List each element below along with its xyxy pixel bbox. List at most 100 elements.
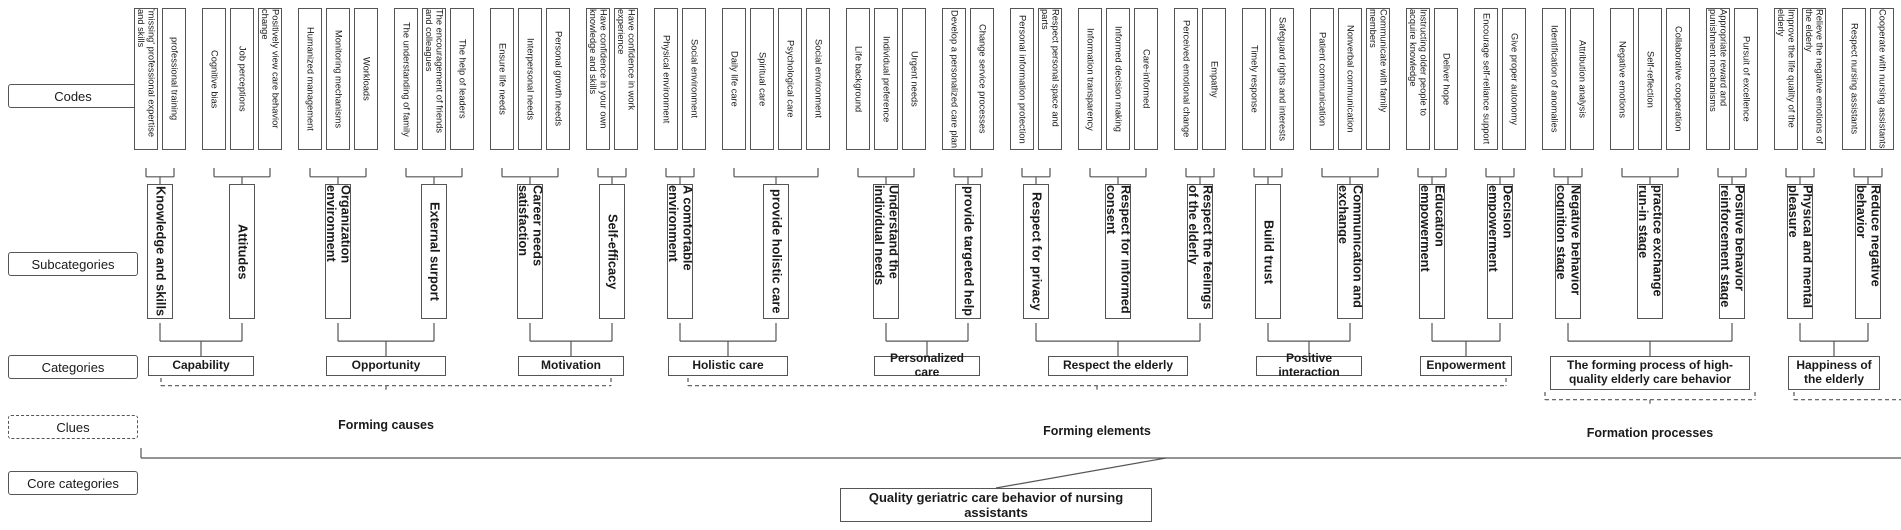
code-box: Timely response: [1242, 8, 1266, 150]
subcategory-box: Organization environment: [325, 184, 351, 319]
box-text: Identification of anomalies: [1549, 25, 1560, 133]
row-label-codes: Codes: [8, 84, 138, 108]
box-text: Care-informed: [1141, 49, 1152, 109]
subcategory-box: A comfortable environment: [667, 184, 693, 319]
box-text: Respect for privacy: [1029, 192, 1045, 311]
box-text: Have confidence in your own knowledge an…: [588, 9, 609, 129]
category-box: Positive interaction: [1256, 351, 1362, 379]
category-box: Capability: [148, 356, 254, 376]
box-text: Negative emotions: [1617, 40, 1628, 118]
box-text: Cognitive bias: [209, 49, 220, 109]
code-box: Collaborative cooperation: [1666, 8, 1690, 150]
row-label-categories: Categories: [8, 355, 138, 379]
subcategory-box: Communication and exchange: [1337, 184, 1363, 319]
box-text: Positively view care behavior change: [260, 9, 281, 129]
subcategory-box: provide targeted help: [955, 184, 981, 319]
clue-label: Formation processes: [1586, 426, 1714, 440]
box-text: Decision empowerment: [1487, 185, 1513, 272]
code-box: Encourage self-reliance support: [1474, 8, 1498, 150]
code-box: Cooperate with nursing assistants: [1870, 8, 1894, 150]
code-box: Social environment: [682, 8, 706, 150]
category-box: Holistic care: [668, 356, 788, 376]
code-box: Give proper autonomy: [1502, 8, 1526, 150]
subcategory-box: Respect for informed consent: [1105, 184, 1131, 319]
category-box: Happiness of the elderly: [1788, 356, 1880, 390]
code-box: Informed decision making: [1106, 8, 1130, 150]
code-box: Attribution analysis: [1570, 8, 1594, 150]
box-text: Knowledge and skills: [153, 186, 169, 317]
box-text: Respect the feelings of the elderly: [1187, 185, 1213, 310]
code-box: Improve the life quality of the elderly: [1774, 8, 1798, 150]
box-text: Negative behavior cognition stage: [1555, 185, 1581, 296]
clue-label: Consequences: [1880, 426, 1901, 440]
code-box: Interpersonal needs: [518, 8, 542, 150]
box-text: Change service processes: [977, 24, 988, 134]
box-text: Deliver hope: [1441, 52, 1452, 106]
subcategory-box: External surport: [421, 184, 447, 319]
box-text: The encouragement of friends and colleag…: [424, 9, 445, 134]
code-box: Urgent needs: [902, 8, 926, 150]
box-text: Communication and exchange: [1337, 185, 1363, 308]
box-text: Patient communication: [1317, 31, 1328, 127]
box-text: Physical and mental pleasure: [1787, 185, 1813, 309]
row-label-subcategories: Subcategories: [8, 252, 138, 276]
code-box: Change service processes: [970, 8, 994, 150]
box-text: Develop a personalized care plan: [949, 10, 960, 148]
category-box: Motivation: [518, 356, 624, 376]
subcategory-box: Physical and mental pleasure: [1787, 184, 1813, 319]
box-text: Informed decision making: [1113, 26, 1124, 132]
box-text: 'missing' professional expertise and ski…: [136, 9, 157, 138]
subcategory-box: Understand the individual needs: [873, 184, 899, 319]
category-box: The forming process of high-quality elde…: [1550, 356, 1750, 390]
box-text: Perceived emotional change: [1181, 20, 1192, 138]
code-box: Develop a personalized care plan: [942, 8, 966, 150]
code-box: Physical environment: [654, 8, 678, 150]
subcategory-box: Reduce negative behavior: [1855, 184, 1881, 319]
code-box: Self-reflection: [1638, 8, 1662, 150]
code-box: Psychological care: [778, 8, 802, 150]
row-label-clues: Clues: [8, 415, 138, 439]
box-text: Timely response: [1249, 45, 1260, 113]
code-box: professional training: [162, 8, 186, 150]
box-text: Build trust: [1261, 219, 1277, 284]
box-text: Workloads: [361, 57, 372, 101]
box-text: Information transparency: [1085, 27, 1096, 131]
box-text: Interpersonal needs: [525, 37, 536, 121]
box-text: Empathy: [1209, 60, 1220, 98]
code-box: Pursuit of excellence: [1734, 8, 1758, 150]
box-text: Self-reflection: [1645, 50, 1656, 108]
code-box: The understanding of family: [394, 8, 418, 150]
box-text: Appropriate reward and punishment mechan…: [1708, 9, 1729, 112]
code-box: Social environment: [806, 8, 830, 150]
code-box: The help of leaders: [450, 8, 474, 150]
box-text: professional training: [169, 37, 180, 121]
code-box: Positively view care behavior change: [258, 8, 282, 150]
box-text: Physical environment: [661, 34, 672, 124]
box-text: Encourage self-reliance support: [1481, 13, 1492, 145]
box-text: Attitudes: [235, 223, 251, 280]
box-text: Respect personal space and parts: [1040, 9, 1061, 127]
code-box: Perceived emotional change: [1174, 8, 1198, 150]
code-box: Relieve the negative emotions of the eld…: [1802, 8, 1826, 150]
code-box: Have confidence in your own knowledge an…: [586, 8, 610, 150]
box-text: Organization environment: [325, 185, 351, 264]
subcategory-box: Knowledge and skills: [147, 184, 173, 319]
code-box: Empathy: [1202, 8, 1226, 150]
clue-label: Forming causes: [338, 418, 434, 432]
code-box: Respect nursing assistants: [1842, 8, 1866, 150]
subcategory-box: Negative behavior cognition stage: [1555, 184, 1581, 319]
box-text: Humanized management: [305, 27, 316, 131]
box-text: Personal growth needs: [553, 31, 564, 127]
box-text: Cooperate with nursing assistants: [1877, 9, 1888, 149]
subcategory-box: Respect the feelings of the elderly: [1187, 184, 1213, 319]
code-box: Deliver hope: [1434, 8, 1458, 150]
box-text: Positive behavior reinforcement stage: [1719, 185, 1745, 308]
category-box: Personalized care: [874, 351, 980, 379]
box-text: practice exchange run-in stage: [1637, 185, 1663, 297]
code-box: Information transparency: [1078, 8, 1102, 150]
code-box: Job perceptions: [230, 8, 254, 150]
box-text: Relieve the negative emotions of the eld…: [1804, 9, 1825, 144]
box-text: Reduce negative behavior: [1855, 185, 1881, 287]
box-text: Respect for informed consent: [1105, 185, 1131, 314]
